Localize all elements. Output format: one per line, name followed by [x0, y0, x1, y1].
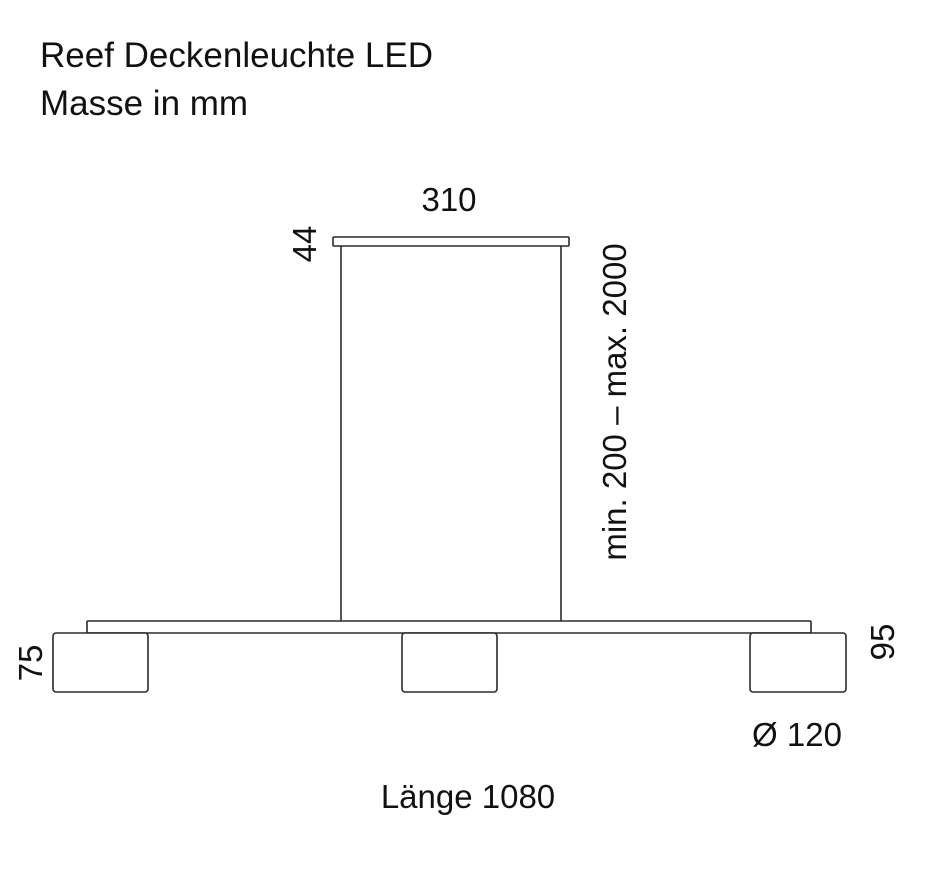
- light-head-left: [52, 632, 149, 693]
- light-head-center: [401, 632, 498, 693]
- total-height-label: 95: [864, 624, 901, 661]
- head-diameter-label: Ø 120: [752, 716, 842, 753]
- light-head-right: [749, 632, 847, 693]
- light-bar: [86, 620, 812, 634]
- diagram-title: Reef Deckenleuchte LED: [40, 36, 433, 75]
- total-length-label: Länge 1080: [381, 778, 555, 815]
- ceiling-canopy: [332, 236, 570, 247]
- canopy-height-label: 44: [286, 226, 323, 263]
- suspension-length-label: min. 200 – max. 2000: [596, 243, 633, 560]
- units-subtitle: Masse in mm: [40, 84, 249, 123]
- head-height-label: 75: [12, 645, 49, 682]
- canopy-width-label: 310: [421, 181, 476, 218]
